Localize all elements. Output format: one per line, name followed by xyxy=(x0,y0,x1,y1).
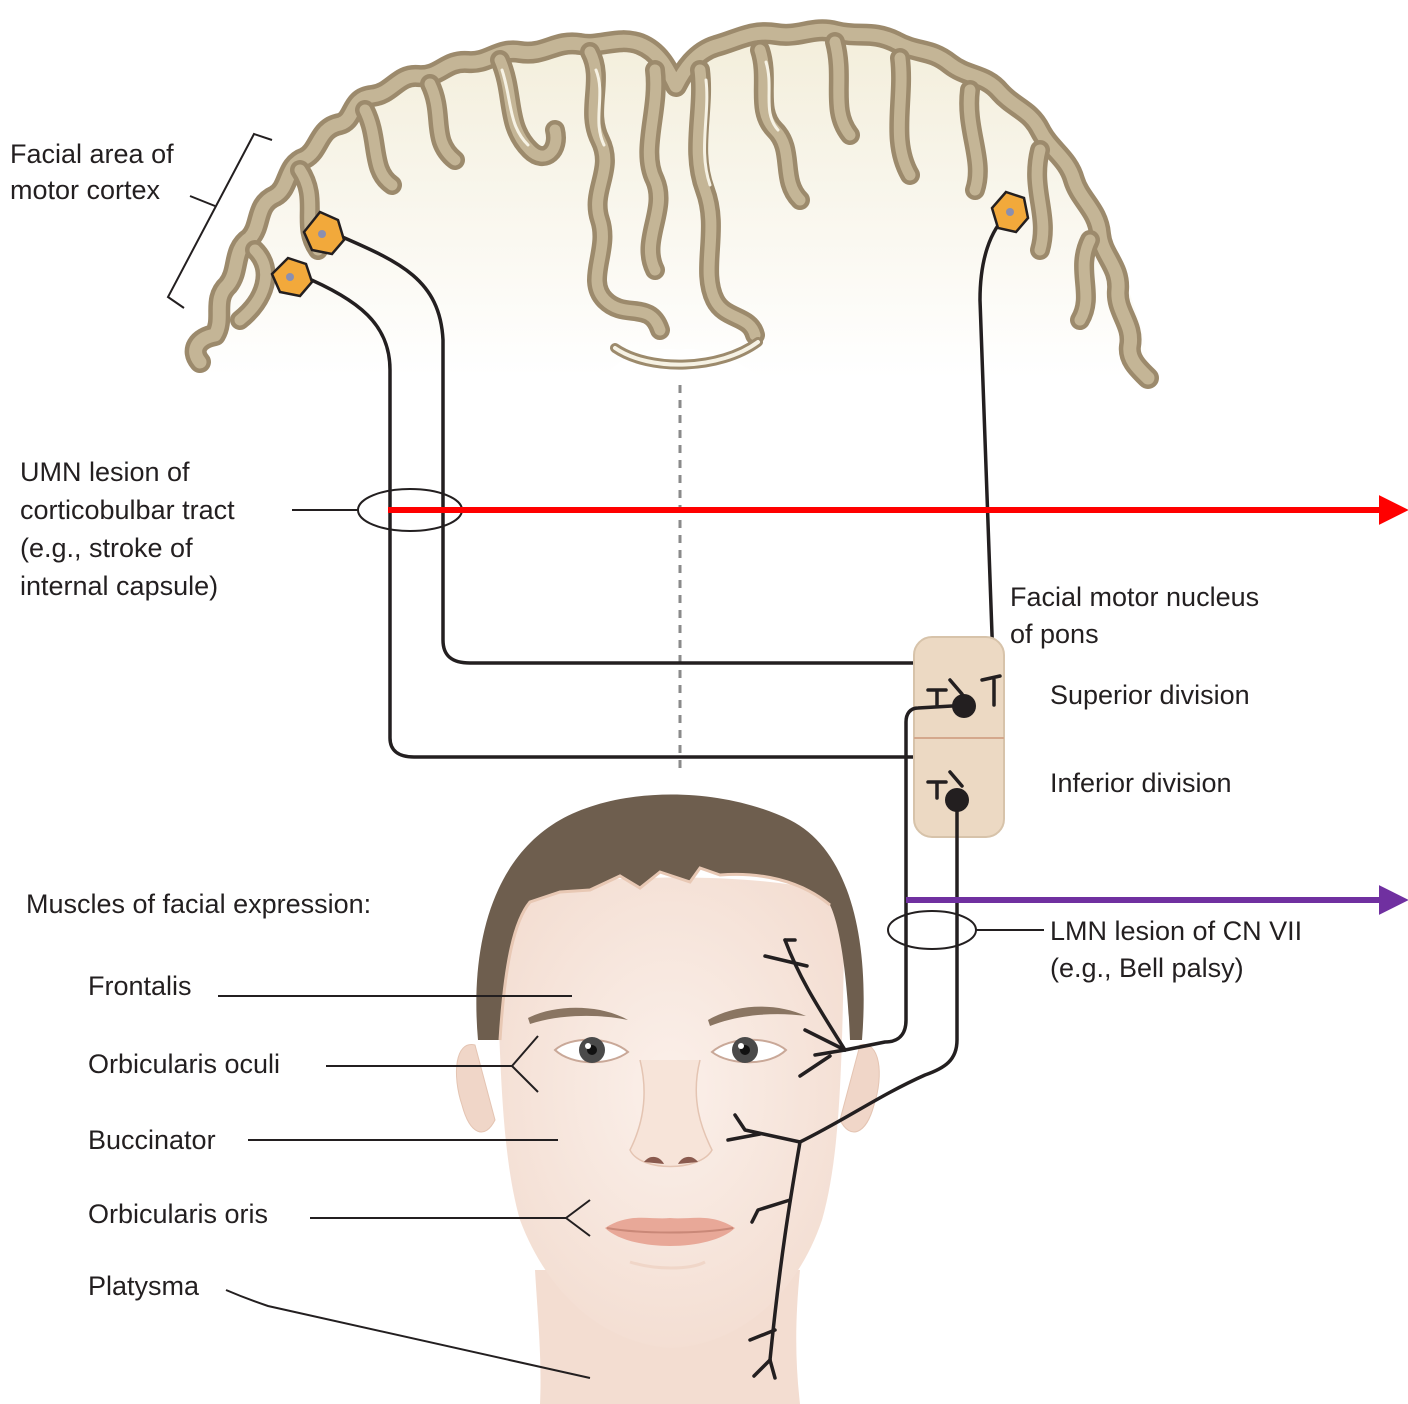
umn-label-line1: UMN lesion of xyxy=(20,454,190,490)
facial-area-pointer xyxy=(190,196,215,206)
facial-area-label-line2: motor cortex xyxy=(10,172,160,208)
platysma-leader xyxy=(226,1290,590,1378)
umn-label-line2: corticobulbar tract xyxy=(20,492,235,528)
buccinator-label: Buccinator xyxy=(88,1122,216,1158)
head-illustration xyxy=(456,795,879,1404)
inferior-division-label: Inferior division xyxy=(1050,765,1232,801)
umn-label-line3: (e.g., stroke of xyxy=(20,530,193,566)
platysma-label: Platysma xyxy=(88,1268,199,1304)
nucleus-label-line2: of pons xyxy=(1010,616,1099,652)
muscles-heading: Muscles of facial expression: xyxy=(26,886,371,922)
lmn-label-line2: (e.g., Bell palsy) xyxy=(1050,950,1244,986)
inferior-division-cell xyxy=(945,788,969,812)
superior-division-label: Superior division xyxy=(1050,677,1250,713)
orbicularis-oris-label: Orbicularis oris xyxy=(88,1196,268,1232)
superior-division-cell xyxy=(952,694,976,718)
lmn-label-line1: LMN lesion of CN VII xyxy=(1050,913,1302,949)
frontalis-label: Frontalis xyxy=(88,968,192,1004)
facial-area-label-line1: Facial area of xyxy=(10,136,174,172)
nucleus-label-line1: Facial motor nucleus xyxy=(1010,579,1259,615)
umn-label-line4: internal capsule) xyxy=(20,568,218,604)
lmn-lesion-ellipse xyxy=(888,911,976,949)
orbicularis-oculi-label: Orbicularis oculi xyxy=(88,1046,280,1082)
left-ear xyxy=(456,1045,495,1132)
